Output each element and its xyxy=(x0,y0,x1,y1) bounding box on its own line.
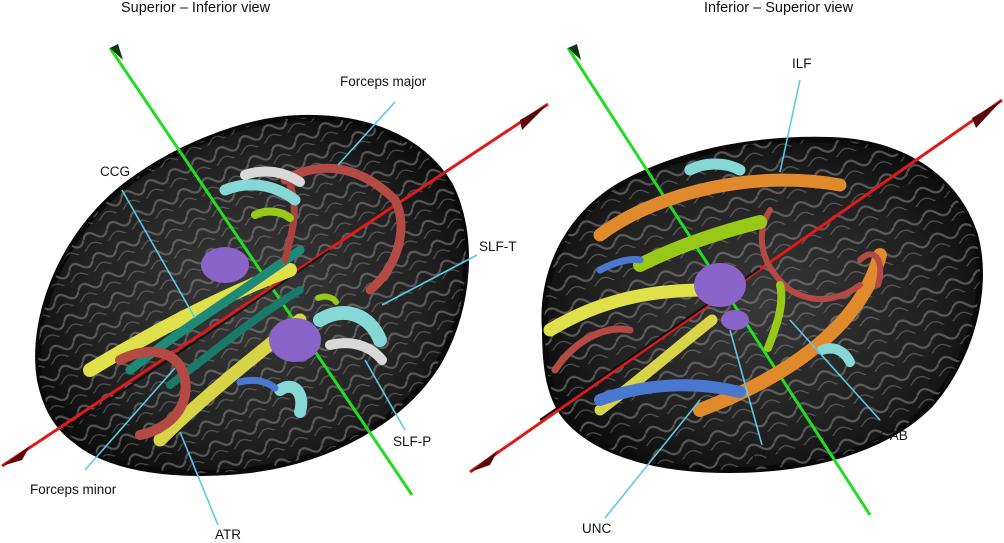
pointer-atr xyxy=(179,431,219,526)
left-blue-tract xyxy=(236,376,279,392)
left-tracts xyxy=(83,163,406,447)
label-forceps-minor: Forceps minor xyxy=(30,482,117,497)
left-cyan-tract-top xyxy=(219,179,301,206)
pointer-unc xyxy=(604,399,701,519)
label-slf-t: SLF-T xyxy=(479,239,517,254)
label-cab: CAB xyxy=(880,428,908,443)
right-green-tract-long xyxy=(633,215,767,272)
right-axis-green-arrow xyxy=(568,44,581,60)
right-cyan-tract-top xyxy=(684,158,746,176)
right-tracts xyxy=(543,158,887,417)
label-cst: CST xyxy=(752,448,779,463)
right-panel xyxy=(469,44,1003,519)
right-pointer-lines xyxy=(604,79,881,519)
left-gray-tract-right xyxy=(325,338,387,365)
right-blue-tract-1 xyxy=(594,379,746,406)
left-axis-black xyxy=(79,249,331,421)
pointer-ilf xyxy=(779,79,801,173)
left-purple-blob-2 xyxy=(269,318,321,362)
pointer-slf-t xyxy=(381,254,478,306)
left-cyan-tract-low xyxy=(274,380,308,418)
right-green-tract-small xyxy=(764,281,786,352)
right-yellow-tract-1 xyxy=(543,283,712,337)
left-forceps-major-tract xyxy=(280,163,406,295)
right-cyan-tract-right xyxy=(817,343,855,367)
left-forceps-minor-tract xyxy=(115,346,191,440)
pointer-ccg xyxy=(121,189,196,319)
right-purple-blob-2 xyxy=(721,310,749,330)
right-red-arc-right xyxy=(857,251,884,288)
left-panel xyxy=(1,44,549,526)
left-gray-tract-top xyxy=(240,166,305,187)
pointer-cab xyxy=(789,319,881,421)
label-ccg: CCG xyxy=(100,164,130,179)
left-cyan-tract-right xyxy=(313,305,387,347)
label-forceps-major: Forceps major xyxy=(340,74,427,89)
right-orange-tract-top xyxy=(593,173,847,242)
right-orange-tract-bottom xyxy=(693,248,887,417)
pointer-slf-p xyxy=(364,359,406,431)
right-red-arc-top xyxy=(758,207,863,303)
left-panel-title: Superior – Inferior view xyxy=(121,0,271,16)
left-green-tract xyxy=(251,207,294,222)
left-green-tract-small xyxy=(315,293,339,305)
left-pointer-lines xyxy=(84,101,478,526)
right-blue-tract-2 xyxy=(596,256,644,274)
left-axis-red xyxy=(1,102,549,468)
left-brain-slice xyxy=(35,114,470,476)
right-axis-red-arrow-start xyxy=(470,450,498,472)
label-atr: ATR xyxy=(215,527,241,542)
label-slf-p: SLF-P xyxy=(393,434,432,449)
right-panel-title: Inferior – Superior view xyxy=(704,0,854,16)
right-red-arc-left xyxy=(551,325,634,374)
pointer-forceps-minor xyxy=(84,367,176,471)
pointer-forceps-major xyxy=(337,101,396,166)
left-axis-green xyxy=(108,47,414,496)
right-purple-blob xyxy=(694,263,746,307)
right-axis-red-arrow-end xyxy=(972,100,1002,128)
left-axis-red-arrow-start xyxy=(2,446,30,466)
pointer-cst xyxy=(729,329,763,446)
left-axis-green-arrow xyxy=(110,44,123,60)
left-purple-blob-1 xyxy=(201,247,249,283)
left-axis-red-arrow-end xyxy=(520,104,548,130)
label-unc: UNC xyxy=(582,521,612,536)
label-ilf: ILF xyxy=(792,56,812,71)
